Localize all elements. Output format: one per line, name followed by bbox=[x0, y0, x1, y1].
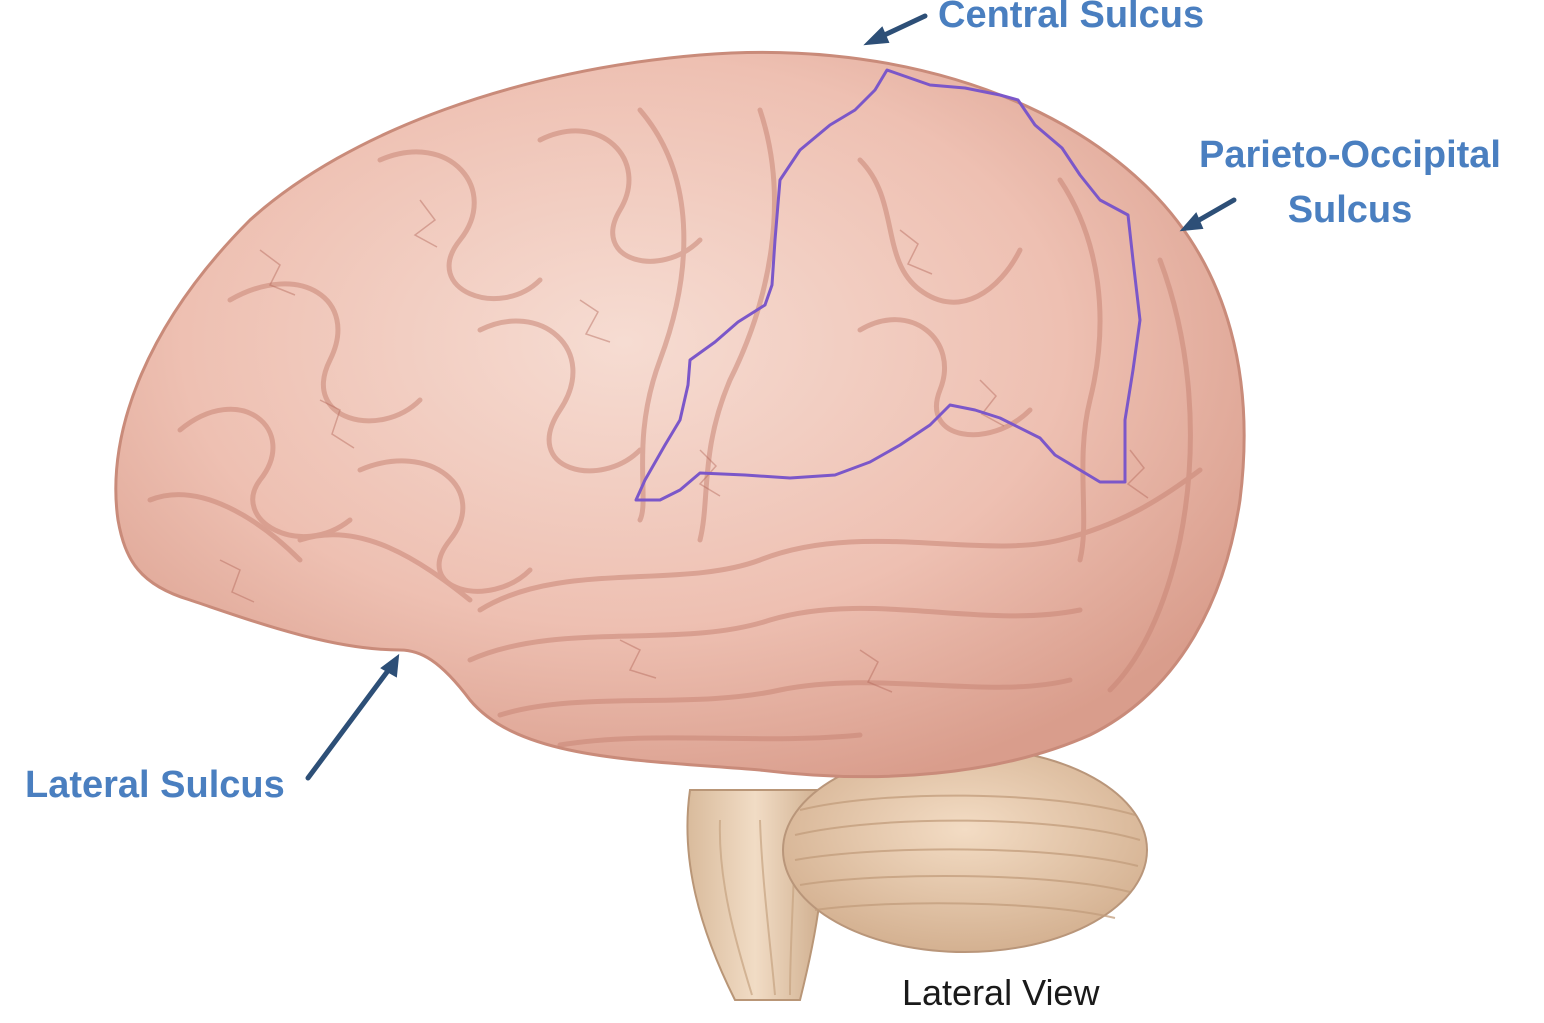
parieto-occipital-label-line1: Parieto-Occipital bbox=[1199, 134, 1501, 176]
parieto-occipital-arrow bbox=[1191, 197, 1237, 226]
parieto-occipital-sulcus-label: Parieto-Occipital Sulcus bbox=[1188, 128, 1512, 238]
lateral-sulcus-arrow bbox=[305, 665, 393, 781]
central-sulcus-arrow bbox=[875, 13, 928, 41]
lateral-sulcus-label: Lateral Sulcus bbox=[25, 764, 285, 806]
view-caption: Lateral View bbox=[902, 972, 1100, 1013]
parieto-occipital-label-line2: Sulcus bbox=[1287, 189, 1413, 232]
central-sulcus-label: Central Sulcus bbox=[938, 0, 1205, 36]
highlighted-region-outline bbox=[634, 68, 1142, 502]
